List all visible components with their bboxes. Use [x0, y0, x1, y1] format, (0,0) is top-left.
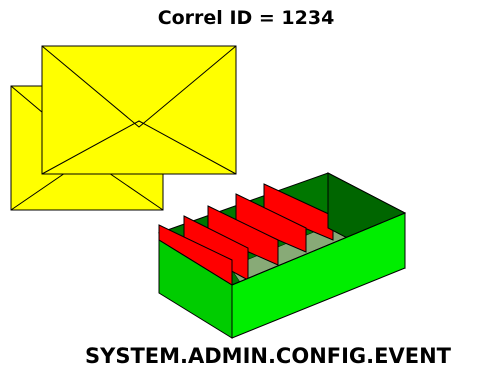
divider-3 — [207, 205, 279, 266]
divider-2 — [235, 193, 307, 253]
queue-name-label: SYSTEM.ADMIN.CONFIG.EVENT — [84, 344, 451, 368]
divider-1 — [263, 183, 334, 241]
message-tray-icon — [157, 172, 407, 339]
correl-id-label: Correl ID = 1234 — [157, 7, 335, 29]
front-envelope-icon — [41, 45, 237, 175]
